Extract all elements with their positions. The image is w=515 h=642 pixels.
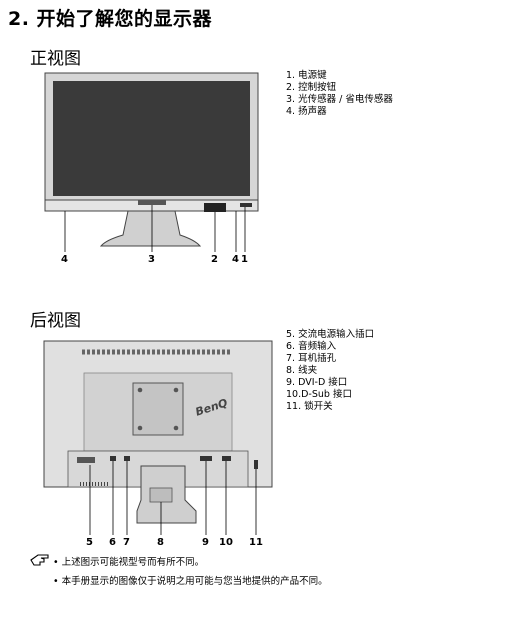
callout-speaker-left: 4 bbox=[61, 254, 68, 265]
callout-dvi: 9 bbox=[202, 537, 209, 548]
legend-item: 8. 线夹 bbox=[286, 365, 318, 376]
legend-item: 7. 耳机插孔 bbox=[286, 353, 337, 364]
note-line: • 本手册显示的图像仅于说明之用可能与您当地提供的产品不同。 bbox=[53, 576, 328, 587]
callout-cable-clip: 8 bbox=[157, 537, 164, 548]
legend-item: 3. 光传感器 / 省电传感器 bbox=[286, 94, 393, 105]
legend-item: 2. 控制按钮 bbox=[286, 82, 337, 93]
callout-control-buttons: 2 bbox=[211, 254, 218, 265]
front-legend: 1. 电源键 2. 控制按钮 3. 光传感器 / 省电传感器 4. 扬声器 bbox=[286, 70, 393, 118]
callout-speaker-right: 4 bbox=[232, 254, 239, 265]
section-heading: 2. 开始了解您的显示器 bbox=[8, 8, 213, 30]
callout-lock: 11 bbox=[249, 537, 263, 548]
callout-ac-input: 5 bbox=[86, 537, 93, 548]
legend-item: 11. 锁开关 bbox=[286, 401, 333, 412]
legend-item: 1. 电源键 bbox=[286, 70, 327, 81]
legend-item: 10.D-Sub 接口 bbox=[286, 389, 352, 400]
legend-item: 6. 音频输入 bbox=[286, 341, 337, 352]
callout-power-button: 1 bbox=[241, 254, 248, 265]
rear-legend: 5. 交流电源输入插口 6. 音频输入 7. 耳机插孔 8. 线夹 9. DVI… bbox=[286, 329, 374, 413]
callout-headphone-jack: 7 bbox=[123, 537, 130, 548]
callout-dsub: 10 bbox=[219, 537, 233, 548]
rear-monitor-drawing bbox=[43, 340, 273, 535]
front-monitor-drawing bbox=[44, 72, 259, 252]
legend-item: 9. DVI-D 接口 bbox=[286, 377, 348, 388]
legend-item: 4. 扬声器 bbox=[286, 106, 327, 117]
rear-view-title: 后视图 bbox=[30, 311, 81, 331]
callout-audio-input: 6 bbox=[109, 537, 116, 548]
note-line: • 上述图示可能视型号而有所不同。 bbox=[53, 557, 205, 568]
callout-light-sensor: 3 bbox=[148, 254, 155, 265]
front-view-title: 正视图 bbox=[30, 49, 81, 69]
legend-item: 5. 交流电源输入插口 bbox=[286, 329, 375, 340]
note-hand-icon bbox=[30, 554, 49, 566]
